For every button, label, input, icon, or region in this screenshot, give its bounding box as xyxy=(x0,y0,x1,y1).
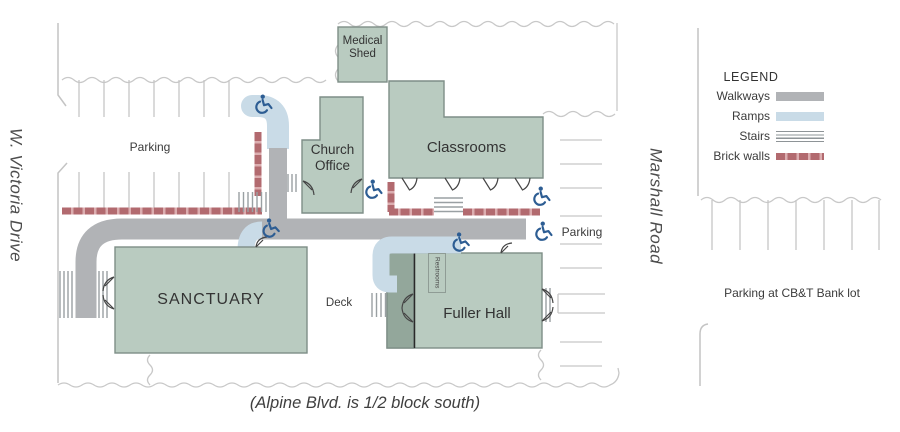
stairs-north-walk xyxy=(238,192,267,212)
legend-row-ramps: Ramps xyxy=(698,109,838,123)
door-church-office-west xyxy=(302,180,315,196)
ramp-fuller-hall xyxy=(372,236,461,293)
door-classrooms-2 xyxy=(444,177,461,191)
door-fuller-east xyxy=(541,288,554,322)
wheelchair-icon xyxy=(532,219,554,243)
stairs-classrooms-south xyxy=(434,197,463,213)
label-medical-shed: Medical Shed xyxy=(342,35,383,61)
boundary-lines xyxy=(57,20,882,388)
stairs-swatch xyxy=(776,130,824,142)
legend-row-stairs: Stairs xyxy=(698,129,838,143)
label-restrooms: Restrooms xyxy=(428,253,446,293)
boundary-south xyxy=(57,367,620,388)
label-parking-bank: Parking at CB&T Bank lot xyxy=(724,286,860,300)
victoria-curb-north xyxy=(57,23,67,107)
legend-row-walkways: Walkways xyxy=(698,89,838,103)
door-classrooms-1 xyxy=(401,177,418,191)
legend-label-stairs: Stairs xyxy=(739,129,770,143)
stairs-church-office-west xyxy=(287,174,297,192)
curbs xyxy=(57,23,709,386)
building-medical-shed xyxy=(337,26,388,83)
door-fuller-north xyxy=(500,242,513,254)
stairs-sanctuary-west-right xyxy=(98,271,108,318)
legend: LEGEND Walkways Ramps Stairs Brick walls xyxy=(698,70,838,169)
building-sanctuary xyxy=(114,246,308,354)
brick-wall-swatch xyxy=(776,152,824,160)
nw-lot-row2 xyxy=(78,172,230,208)
victoria-curb-south xyxy=(57,162,68,383)
brick-wall-dashes xyxy=(62,132,540,216)
building-church-office xyxy=(301,96,364,214)
street-label-east: Marshall Road xyxy=(646,148,666,265)
walkways xyxy=(75,148,526,318)
walkway-swatch xyxy=(776,91,824,101)
stairs-sanctuary-west-left xyxy=(59,271,73,318)
door-classrooms-3 xyxy=(482,177,499,191)
bank-lot-stalls xyxy=(711,200,880,250)
boundary-north xyxy=(337,20,615,28)
legend-label-walkways: Walkways xyxy=(716,89,770,103)
buildings xyxy=(114,26,544,354)
wheelchair-icon xyxy=(530,184,552,208)
street-label-west: W. Victoria Drive xyxy=(6,128,26,263)
parking-stall-lines xyxy=(78,80,880,367)
north-walkway-stub xyxy=(269,148,287,230)
legend-row-brick-walls: Brick walls xyxy=(698,149,838,163)
door-classrooms-4 xyxy=(514,177,531,191)
door-church-office-east xyxy=(350,178,363,194)
fuller-hall-porch xyxy=(386,252,415,349)
legend-label-brick-walls: Brick walls xyxy=(713,149,770,163)
stairs-deck xyxy=(371,293,387,317)
brick-walls xyxy=(62,132,540,216)
label-sanctuary: SANCTUARY xyxy=(157,291,265,308)
wheelchair-icon xyxy=(362,177,384,201)
doors xyxy=(102,177,554,323)
label-fuller-hall: Fuller Hall xyxy=(443,305,511,322)
label-parking-east: Parking xyxy=(561,225,603,239)
marshall-curb-south xyxy=(699,323,709,386)
label-classrooms: Classrooms xyxy=(426,139,507,156)
legend-title: LEGEND xyxy=(723,70,779,84)
boundary-east-notch xyxy=(542,110,616,118)
label-church-office: Church Office xyxy=(310,142,355,173)
boundary-northwest xyxy=(61,76,327,84)
boundary-bank-lot xyxy=(700,196,882,204)
nw-lot-row1 xyxy=(78,80,230,117)
building-classrooms xyxy=(388,80,544,179)
fuller-break-squiggle xyxy=(537,349,545,381)
door-fuller-west xyxy=(401,293,414,323)
label-deck: Deck xyxy=(325,297,353,309)
label-parking-northwest: Parking xyxy=(129,140,171,154)
door-sanctuary-north xyxy=(255,236,268,248)
sanctuary-break-squiggle xyxy=(146,354,154,386)
east-lot-stalls xyxy=(557,139,605,367)
door-sanctuary-west xyxy=(102,276,115,310)
south-street-note: (Alpine Blvd. is 1/2 block south) xyxy=(249,394,481,412)
main-walkway xyxy=(75,218,526,318)
ramp-swatch xyxy=(776,111,824,121)
legend-label-ramps: Ramps xyxy=(731,109,770,123)
